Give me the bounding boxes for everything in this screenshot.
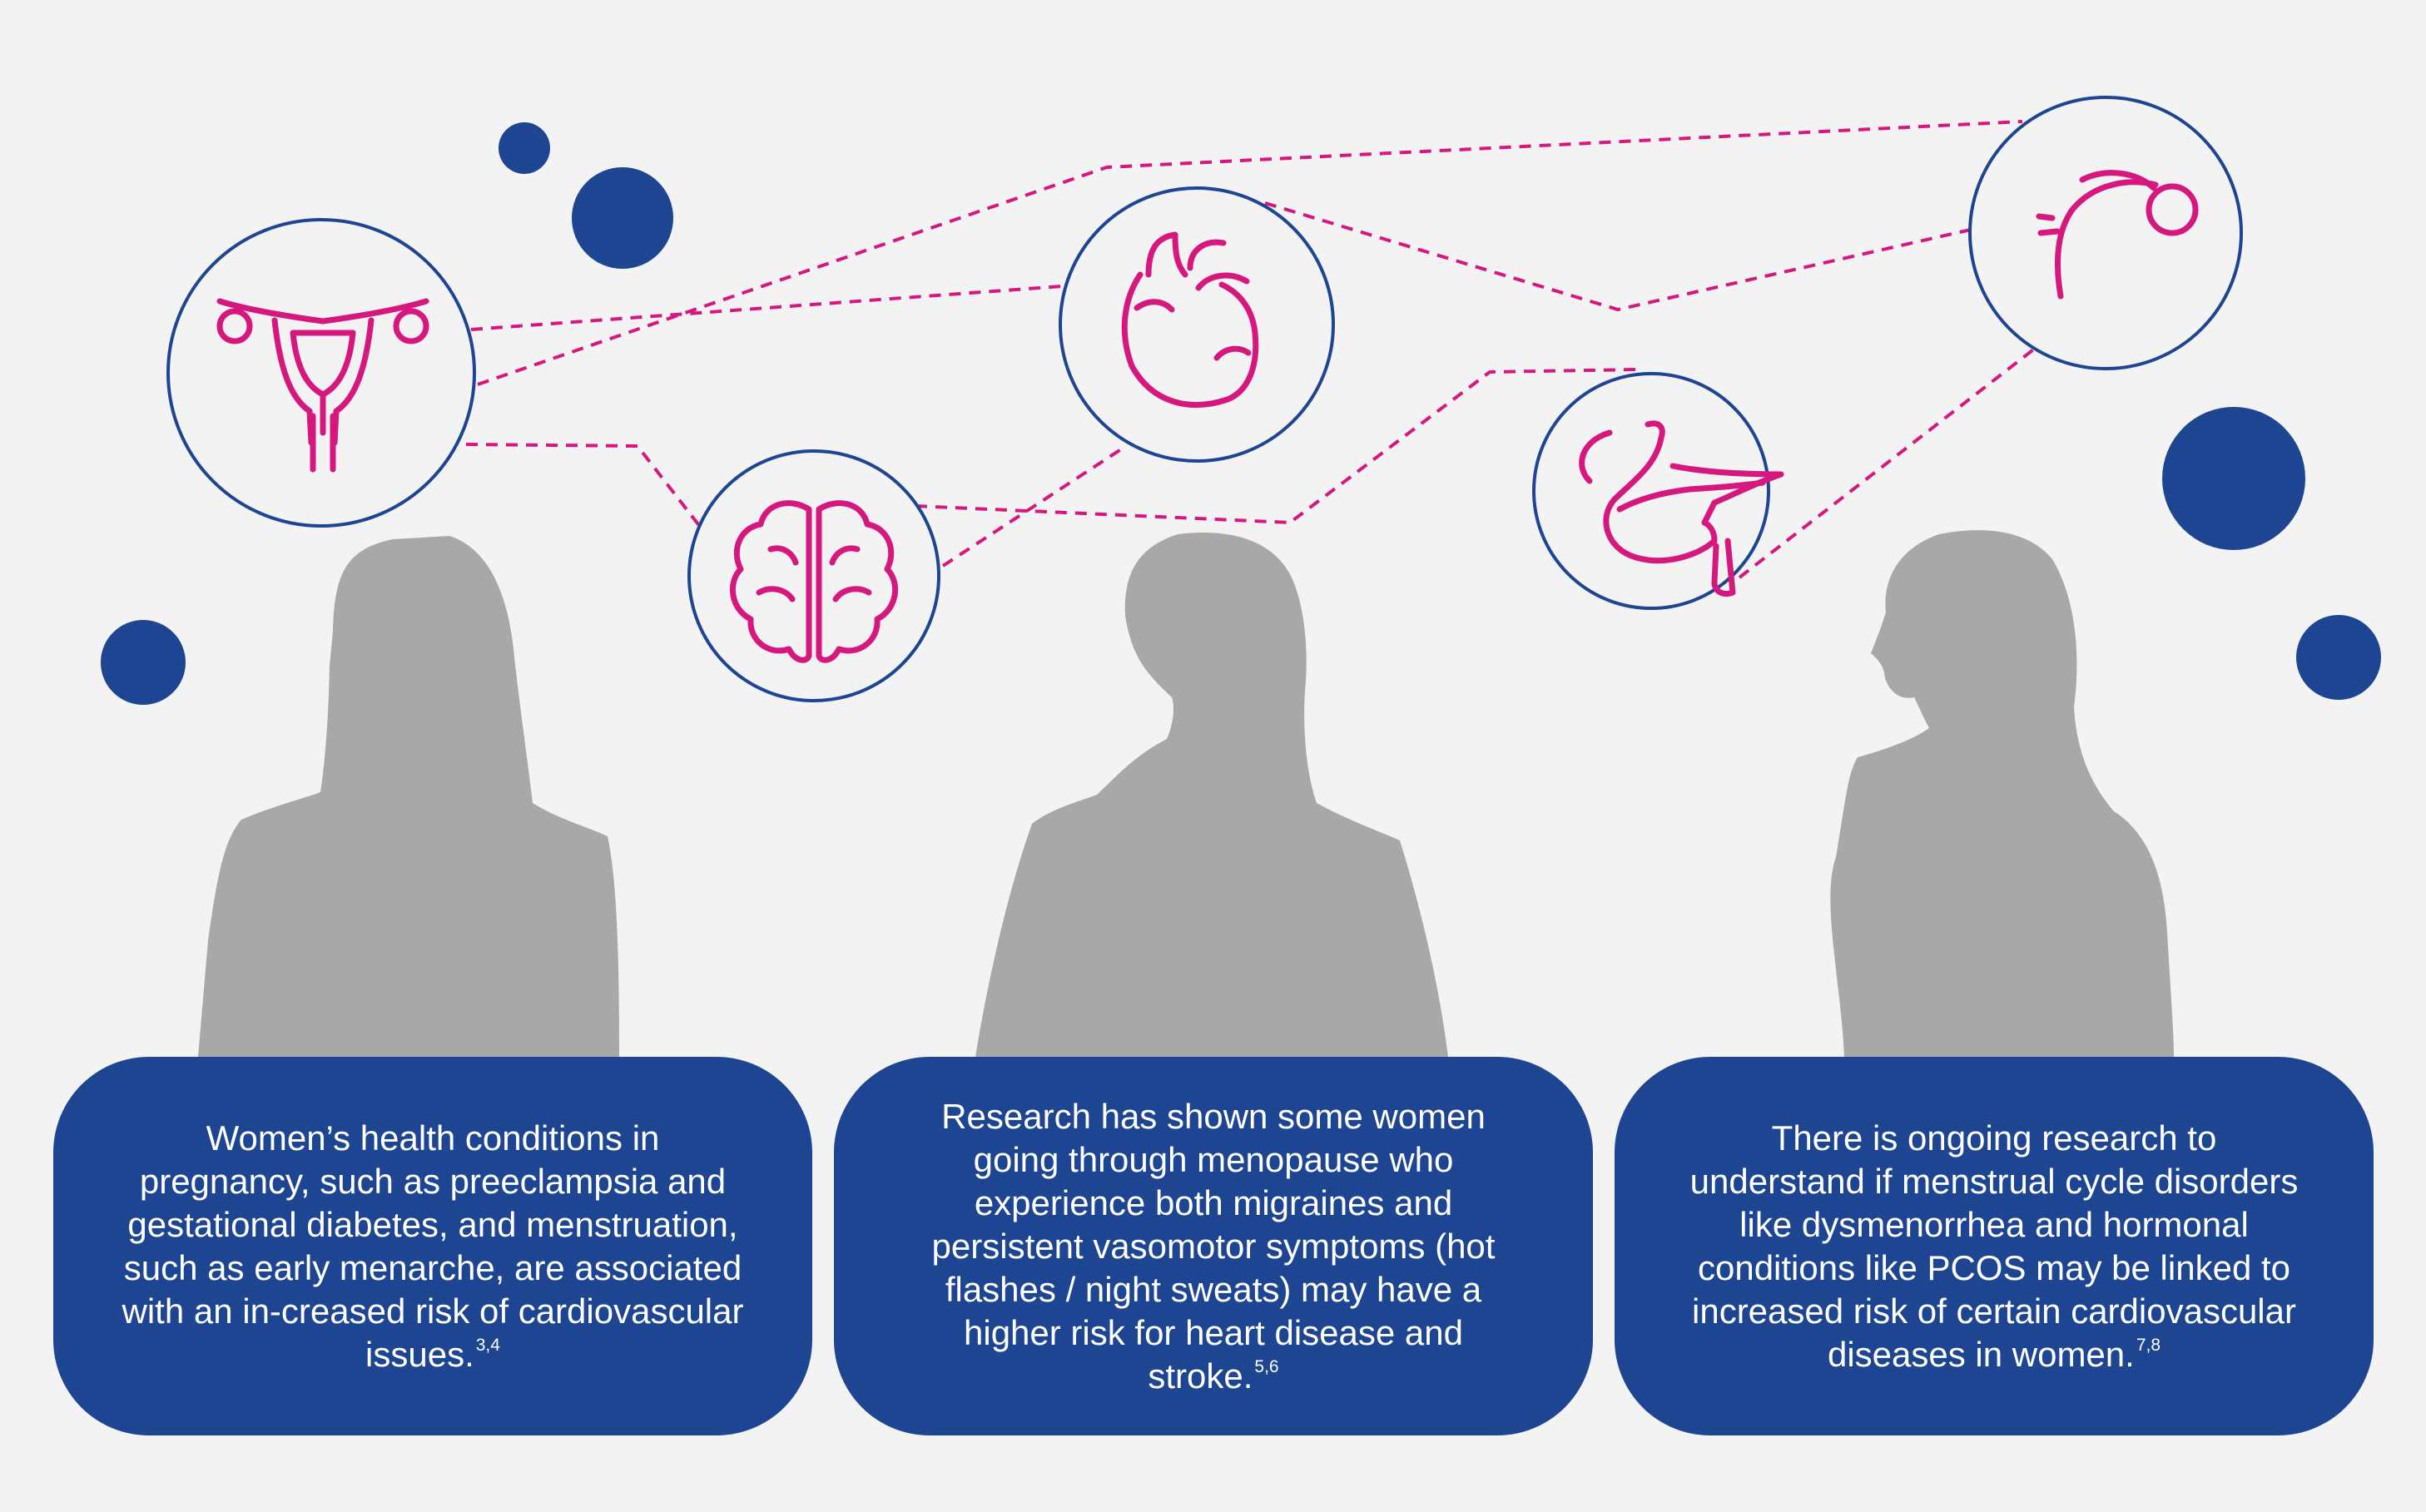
connector-pancreas-ovary	[1738, 346, 2037, 579]
connector-brain-heart	[941, 446, 1125, 568]
panel-text: There is ongoing research to understand …	[1689, 1118, 2299, 1374]
connector-uterus-ovary-long	[477, 120, 2023, 386]
heart-icon	[1121, 231, 1259, 408]
pancreas-icon	[1579, 420, 1784, 597]
silhouettes	[198, 530, 2174, 1057]
ovary-icon	[2036, 170, 2199, 300]
decorative-dot	[101, 620, 186, 705]
connector-uterus-brain	[465, 443, 702, 529]
connector-brain-pancreas	[915, 368, 1639, 525]
decorative-dots	[101, 122, 2381, 705]
heart-circle	[1059, 186, 1335, 463]
connector-lines	[465, 120, 2037, 579]
info-panel-menopause: Research has shown some women going thro…	[834, 1057, 1593, 1435]
uterus-circle	[166, 218, 476, 528]
icon-circles	[166, 96, 2243, 702]
brain-circle	[687, 449, 940, 702]
connector-heart-ovary	[1264, 201, 1972, 312]
decorative-dot	[2162, 407, 2305, 550]
decorative-dot	[572, 167, 673, 269]
info-panel-menstrual-disorders: There is ongoing research to understand …	[1615, 1057, 2374, 1435]
info-panel-pregnancy: Women’s health conditions in pregnancy, …	[53, 1057, 812, 1435]
woman-silhouette-center	[975, 533, 1448, 1057]
panel-text: Women’s health conditions in pregnancy, …	[122, 1118, 744, 1374]
decorative-dot	[499, 122, 550, 174]
brain-icon	[729, 500, 899, 663]
uterus-icon	[216, 298, 429, 473]
ovary-circle	[1968, 96, 2243, 370]
pancreas-circle	[1532, 372, 1770, 610]
reference-superscript: 3,4	[475, 1335, 500, 1355]
woman-silhouette-right	[1830, 530, 2174, 1057]
reference-superscript: 5,6	[1254, 1356, 1279, 1376]
reference-superscript: 7,8	[2136, 1335, 2161, 1355]
panel-text: Research has shown some women going thro…	[931, 1096, 1496, 1396]
connector-uterus-heart	[470, 285, 1063, 331]
woman-silhouette-left	[198, 536, 619, 1057]
decorative-dot	[2296, 615, 2381, 700]
